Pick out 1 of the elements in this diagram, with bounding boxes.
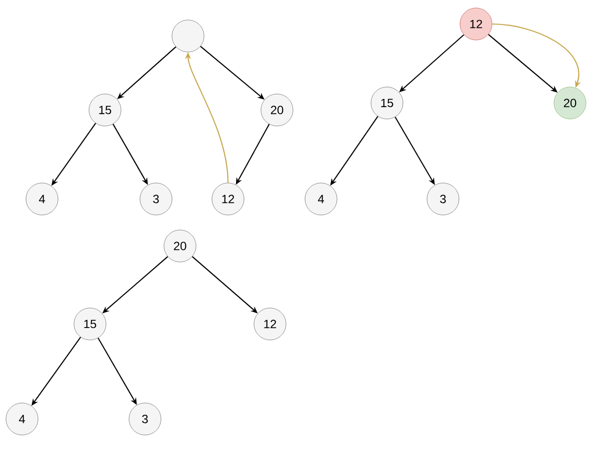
empty-circle xyxy=(172,20,204,52)
